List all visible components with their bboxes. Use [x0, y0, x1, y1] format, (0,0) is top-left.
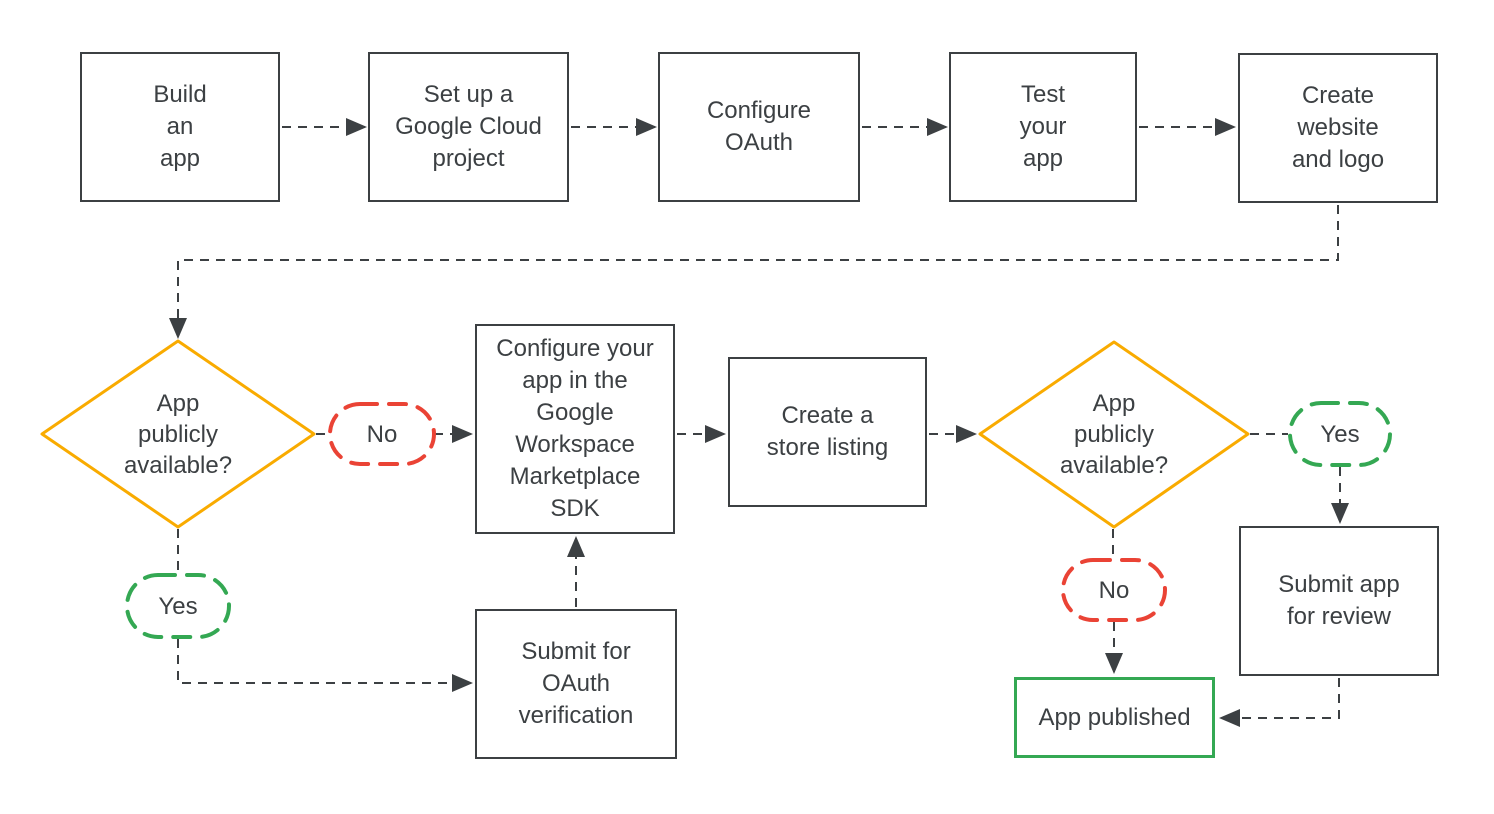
step-configure-oauth: Configure OAuth	[658, 52, 860, 202]
decision-diamond-app-publicly-available-1	[40, 339, 316, 529]
connector-submit-review-to-app-published	[1219, 678, 1340, 727]
step-build-an-app: Build an app	[80, 52, 280, 202]
step-configure-app-in-marketplace-sdk: Configure your app in the Google Workspa…	[475, 324, 675, 534]
step-create-website-and-logo: Create website and logo	[1238, 53, 1438, 203]
branch-pill-yes-1	[125, 573, 231, 639]
step-submit-for-oauth-verification: Submit for OAuth verification	[475, 609, 677, 759]
step-test-your-app: Test your app	[949, 52, 1137, 202]
step-set-up-google-cloud-project: Set up a Google Cloud project	[368, 52, 569, 202]
decision-diamond-app-publicly-available-2	[978, 340, 1250, 529]
step-create-store-listing: Create a store listing	[728, 357, 927, 507]
branch-pill-no-1	[328, 402, 436, 466]
connector-website-to-decision1	[169, 205, 1339, 339]
connector-yes-to-oauth-verification	[177, 639, 473, 692]
step-app-published: App published	[1014, 677, 1215, 758]
branch-pill-no-2	[1061, 558, 1167, 622]
branch-pill-yes-2	[1288, 401, 1392, 467]
step-submit-app-for-review: Submit app for review	[1239, 526, 1439, 676]
